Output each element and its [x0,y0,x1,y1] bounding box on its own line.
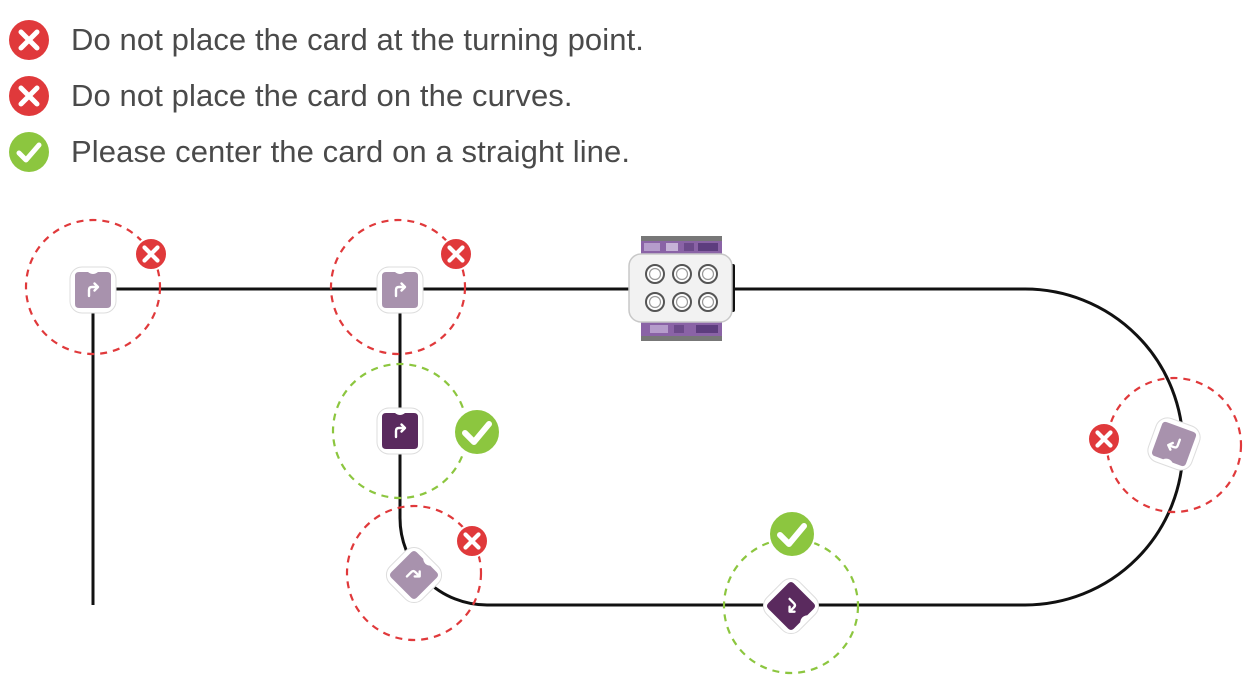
card [69,266,117,314]
card [376,407,424,455]
rule-straight-line: Please center the card on a straight lin… [8,124,644,180]
rule-text: Do not place the card on the curves. [71,78,573,113]
check-circle-icon [769,511,815,557]
card [376,266,424,314]
x-circle-icon [135,238,167,270]
robot-icon [628,236,735,341]
track-line [91,287,1185,607]
check-circle-icon [454,409,500,455]
zone-wrong-junction [329,218,467,356]
rule-text: Please center the card on a straight lin… [71,134,631,169]
card [762,577,820,635]
check-circle-icon [9,132,49,172]
x-circle-icon [456,525,488,557]
rule-curves: Do not place the card on the curves. [8,68,644,124]
x-circle-icon [440,238,472,270]
card [1147,417,1201,471]
placement-zones [24,218,1243,675]
rule-turning-point: Do not place the card at the turning poi… [8,12,644,68]
zone-wrong-corner-bottom [345,504,483,642]
card [385,546,443,604]
rule-text: Do not place the card at the turning poi… [71,22,645,57]
rules-legend: Do not place the card at the turning poi… [8,12,644,180]
x-circle-icon [1088,423,1120,455]
zone-wrong-corner-left [24,218,162,356]
x-circle-icon [9,20,49,60]
x-circle-icon [9,76,49,116]
